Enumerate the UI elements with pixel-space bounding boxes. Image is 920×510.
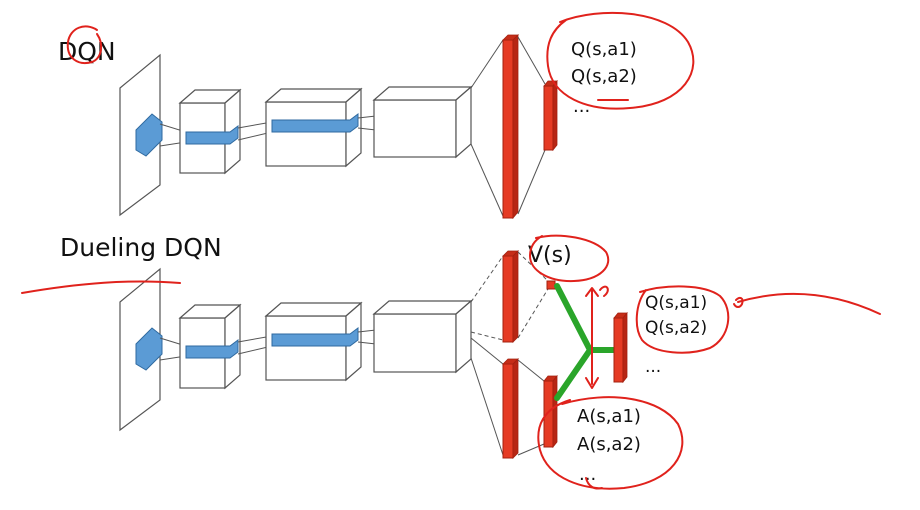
arrow-squiggle (599, 285, 609, 297)
dueling-output-q-a1: Q(s,a1) (645, 293, 707, 313)
input-filter (135, 327, 163, 371)
advantage-outputs-circle (537, 396, 684, 490)
dueling-output-q-a2: Q(s,a2) (645, 318, 707, 338)
dqn-network (119, 34, 558, 220)
fc-layer (502, 34, 519, 220)
input-filter (135, 113, 163, 157)
dqn-output-q-a1: Q(s,a1) (571, 39, 637, 60)
conv-filter-1 (185, 339, 239, 359)
value-advantage-arrow-bottom (585, 377, 599, 389)
conv-filter-1 (185, 125, 239, 145)
conv-layer-3 (372, 299, 473, 374)
conv-filter-2 (271, 113, 359, 133)
value-label: V(s) (528, 243, 572, 268)
advantage-ellipsis-mark (585, 477, 603, 490)
advantage-output-ellipsis: ... (579, 464, 596, 485)
value-stream-fc-layer (502, 250, 519, 343)
pointer-arrow-head (733, 296, 744, 308)
handwritten-annotations (21, 11, 881, 490)
conv-layer-2 (264, 87, 363, 168)
advantage-stream-fc-layer (502, 358, 519, 459)
q-output-layer (613, 311, 628, 384)
advantage-output-a2: A(s,a2) (577, 434, 641, 455)
conv-layer-3 (372, 85, 473, 159)
dueling-dqn-network (119, 250, 628, 459)
dqn-o-circle (66, 25, 103, 64)
value-label-circle (529, 234, 610, 283)
conv-filter-2 (271, 327, 359, 347)
value-unit (546, 280, 556, 290)
dqn-output-q-a2: Q(s,a2) (571, 66, 637, 87)
q-output-layer (543, 79, 558, 152)
dqn-title: DQN (58, 37, 116, 66)
value-advantage-arrow-top (585, 287, 599, 297)
dueling-title-underline (21, 280, 181, 294)
combine-aggregator (554, 283, 617, 401)
advantage-output-layer (543, 374, 558, 449)
dqn-output-ellipsis: ... (573, 96, 590, 117)
dueling-q-circle (635, 285, 730, 354)
dueling-output-ellipsis: ... (645, 357, 661, 377)
dqn-outputs-circle (546, 11, 695, 110)
pointer-arrow (737, 292, 881, 315)
dueling-dqn-title: Dueling DQN (60, 233, 222, 262)
advantage-output-a1: A(s,a1) (577, 406, 641, 427)
